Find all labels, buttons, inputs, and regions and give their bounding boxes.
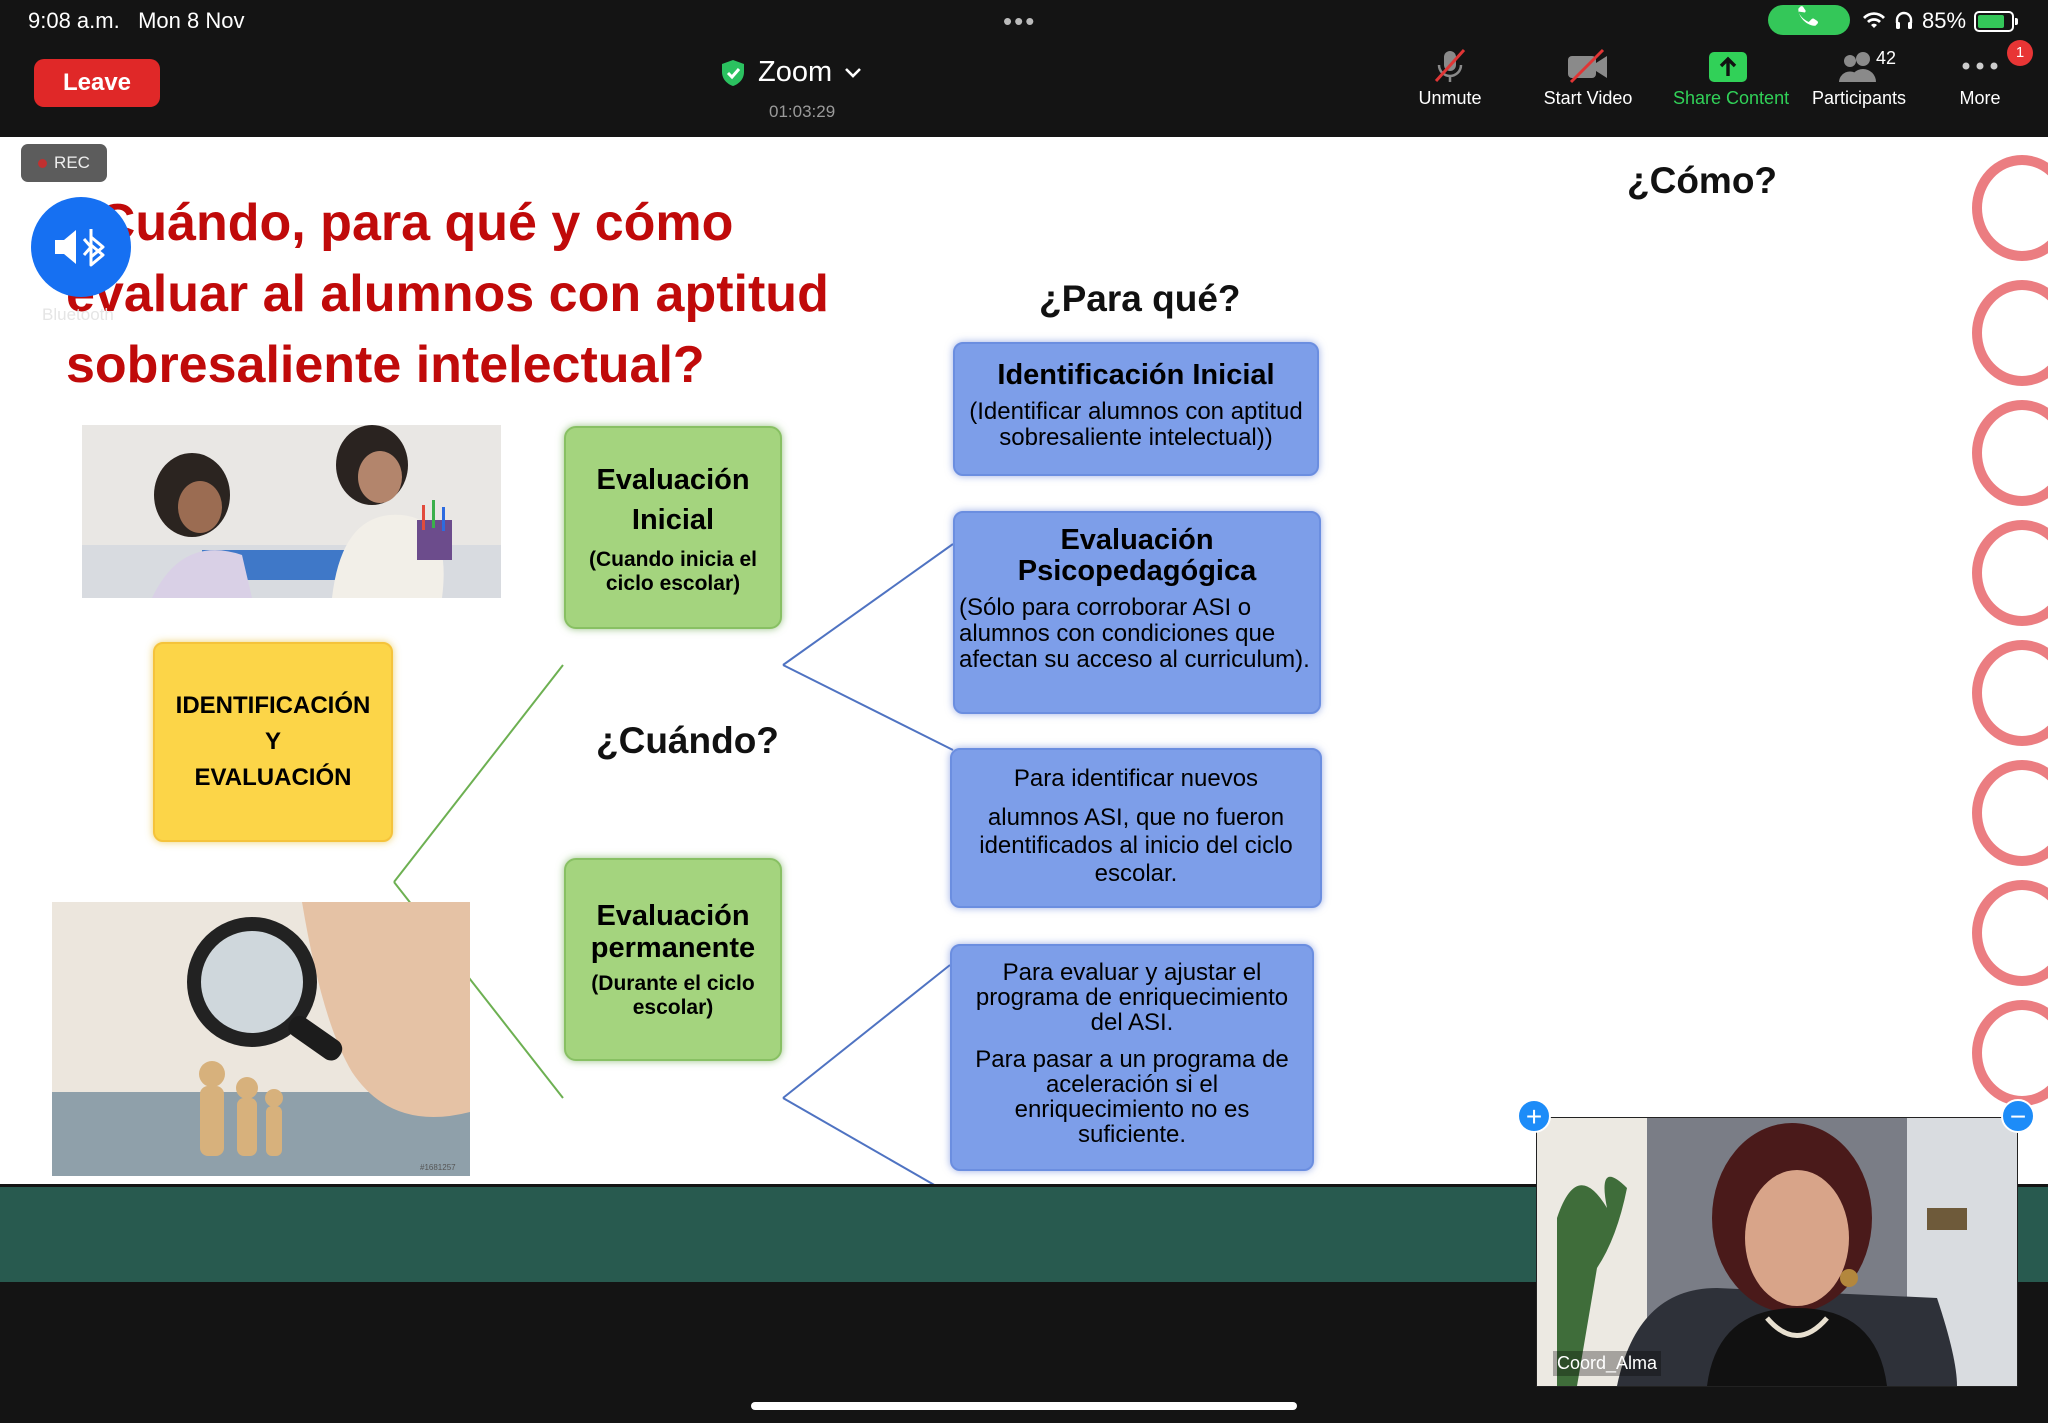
wifi-icon	[1863, 12, 1885, 28]
record-dot-icon	[38, 158, 48, 168]
identificacion-inicial-box: Identificación Inicial (Identificar alum…	[953, 342, 1319, 476]
more-dots-icon	[1925, 46, 2035, 86]
share-content-button[interactable]: Share Content	[1673, 46, 1789, 116]
meeting-title: Zoom	[758, 56, 833, 88]
ios-status-bar: 9:08 a.m. Mon 8 Nov ••• 85%	[0, 0, 2048, 40]
multitasking-dots-icon[interactable]: •••	[1003, 6, 1037, 36]
battery-percent: 85%	[1922, 8, 1967, 33]
start-video-button[interactable]: Start Video	[1533, 46, 1643, 116]
decorative-edge-strip	[1964, 155, 2048, 1195]
status-time: 9:08 a.m. Mon 8 Nov	[28, 8, 245, 33]
status-icons: 85%	[1862, 6, 2019, 36]
participant-video-frame	[1537, 1118, 2017, 1386]
identificacion-evaluacion-box: IDENTIFICACIÓN Y EVALUACIÓN	[153, 642, 393, 842]
meeting-timer: 01:03:29	[769, 102, 836, 121]
participant-video-tile[interactable]: Coord_Alma	[1536, 1117, 2018, 1387]
active-call-pill[interactable]	[1768, 5, 1850, 35]
identificar-nuevos-box: Para identificar nuevos alumnos ASI, que…	[950, 748, 1322, 908]
meeting-title-dropdown[interactable]: Zoom	[720, 56, 862, 89]
more-button[interactable]: 1 More	[1925, 40, 2035, 116]
heading-como: ¿Cómo?	[1627, 160, 1778, 201]
muted-microphone-icon	[1395, 46, 1505, 86]
video-off-icon	[1533, 46, 1643, 86]
share-upload-icon	[1673, 46, 1783, 86]
connector-lines	[393, 543, 954, 1184]
stock-id-text: #1681257	[420, 1163, 456, 1172]
participant-name-label: Coord_Alma	[1553, 1351, 1662, 1376]
evaluacion-psicopedagogica-box: Evaluación Psicopedagógica (Sólo para co…	[953, 511, 1321, 714]
battery-icon	[1974, 10, 2019, 32]
recording-indicator: REC	[21, 144, 107, 182]
heading-para-que: ¿Para qué?	[1039, 278, 1241, 319]
participants-icon	[1804, 46, 1914, 86]
heading-cuando: ¿Cuándo?	[596, 720, 779, 761]
teacher-student-photo	[82, 425, 501, 598]
evaluacion-permanente-box: Evaluación permanente (Durante el ciclo …	[564, 858, 782, 1061]
home-indicator[interactable]	[751, 1402, 1297, 1410]
speaker-bluetooth-icon	[55, 229, 105, 267]
minimize-video-button[interactable]: −	[2001, 1099, 2035, 1133]
evaluar-ajustar-box: Para evaluar y ajustar el programa de en…	[950, 944, 1314, 1171]
magnifying-glass-photo: #1681257	[52, 902, 470, 1176]
unmute-button[interactable]: Unmute	[1395, 46, 1505, 116]
leave-button[interactable]: Leave	[34, 59, 160, 107]
headphones-icon	[1895, 11, 1913, 29]
encryption-shield-icon	[722, 59, 744, 86]
bluetooth-label: Bluetooth	[42, 305, 114, 324]
notification-badge: 1	[2007, 40, 2033, 66]
chevron-down-icon	[845, 67, 862, 78]
expand-video-button[interactable]: +	[1517, 1099, 1551, 1133]
participants-count: 42	[1876, 48, 1897, 68]
participants-button[interactable]: 42 Participants	[1804, 46, 1914, 116]
slide-title: ¿Cuándo, para qué y cómo evaluar al alum…	[66, 194, 829, 394]
evaluacion-inicial-box: Evaluación Inicial (Cuando inicia el cic…	[564, 426, 782, 629]
audio-bluetooth-button[interactable]	[31, 197, 131, 297]
